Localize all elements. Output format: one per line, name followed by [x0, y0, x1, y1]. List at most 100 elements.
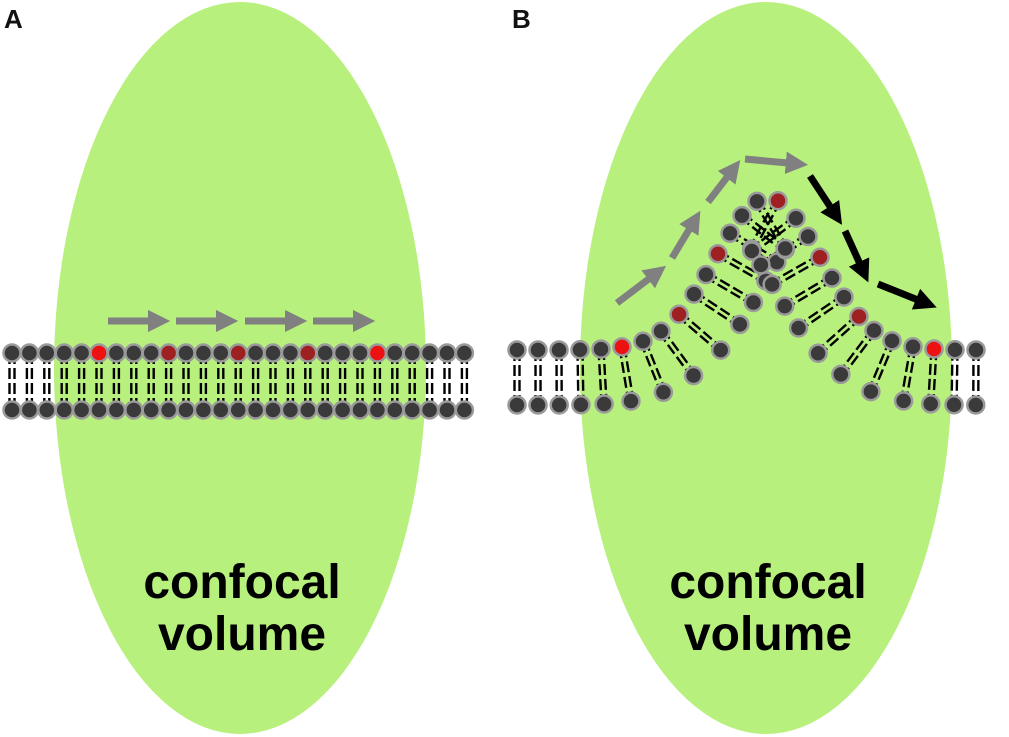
- labeled-lipid-head-faded: [810, 247, 830, 267]
- lipid-head: [831, 364, 851, 385]
- lipid-head: [124, 400, 144, 420]
- lipid-head: [437, 343, 457, 363]
- lipid-head: [808, 343, 828, 363]
- lipid-head: [775, 238, 795, 259]
- labeled-lipid-head-faded: [768, 191, 788, 211]
- lipid-head: [528, 395, 548, 415]
- lipid-head: [263, 400, 283, 420]
- labeled-lipid-head: [612, 337, 632, 357]
- diffusion-arrow-black: [876, 280, 937, 310]
- lipid-head: [367, 400, 388, 420]
- diffusion-arrow-black: [807, 174, 843, 225]
- lipid-head: [720, 223, 740, 243]
- lipid-head: [882, 331, 902, 351]
- lipid-head: [315, 343, 335, 363]
- lipid-head: [385, 343, 405, 363]
- panel-b: B confocal volume: [507, 2, 986, 734]
- lipid-head: [774, 296, 795, 316]
- lipid-head: [834, 287, 854, 307]
- lipid-head: [211, 400, 231, 420]
- labeled-lipid-head-faded: [849, 306, 869, 327]
- lipid-head: [141, 343, 161, 363]
- lipid-head: [158, 400, 179, 420]
- lipid-head: [696, 264, 716, 285]
- lipid-head: [651, 321, 671, 341]
- lipid-head: [315, 400, 335, 420]
- lipid-head: [419, 400, 440, 420]
- lipid-head: [385, 400, 405, 420]
- lipid-head: [228, 400, 248, 420]
- confocal-volume-ellipse-b: [580, 2, 952, 734]
- lipid-head: [19, 400, 40, 420]
- lipid-head: [332, 343, 353, 363]
- lipid-head: [280, 400, 301, 420]
- lipid-head: [864, 320, 884, 341]
- lipid-head: [106, 343, 127, 363]
- lipid-head: [245, 343, 266, 363]
- lipid-head: [822, 268, 842, 288]
- lipid-head: [591, 339, 611, 359]
- lipid-head: [798, 226, 818, 247]
- lipid-head: [419, 343, 440, 363]
- confocal-label-b: confocal: [669, 556, 866, 609]
- lipid-head: [176, 400, 196, 420]
- lipid-head: [966, 395, 986, 415]
- lipid-head: [944, 394, 964, 415]
- labeled-lipid-head: [367, 343, 388, 363]
- lipid-head: [903, 336, 923, 357]
- labeled-lipid-head-faded: [708, 243, 728, 264]
- lipid-head: [37, 343, 57, 363]
- lipid-head: [280, 343, 301, 363]
- panel-a: A confocal volume: [2, 2, 475, 734]
- lipid-head: [350, 343, 370, 363]
- lipid-head: [751, 255, 771, 275]
- lipid-head: [193, 343, 214, 363]
- lipid-head: [528, 340, 548, 360]
- lipid-head: [2, 400, 22, 420]
- lipid-head: [966, 340, 986, 360]
- lipid-head: [141, 400, 161, 420]
- lipid-head: [683, 365, 704, 386]
- labeled-lipid-head-faded: [298, 343, 318, 363]
- lipid-head: [786, 208, 806, 229]
- lipid-head: [743, 292, 764, 313]
- labeled-lipid-head-faded: [158, 343, 179, 363]
- lipid-head: [350, 400, 370, 420]
- lipid-head: [211, 343, 231, 363]
- diffusion-arrow: [614, 265, 667, 306]
- lipid-head: [19, 343, 40, 363]
- lipid-head: [788, 318, 809, 338]
- diffusion-arrow-black: [841, 229, 870, 283]
- diffusion-arrow: [744, 151, 809, 174]
- lipid-head: [437, 400, 457, 420]
- lipid-bilayer-flat: [2, 343, 475, 420]
- lipid-head: [402, 343, 422, 363]
- lipid-head: [920, 394, 941, 414]
- lipid-head: [684, 284, 704, 304]
- lipid-head: [621, 391, 641, 411]
- lipid-head: [747, 191, 767, 212]
- labeled-lipid-head-faded: [669, 304, 689, 324]
- labeled-lipid-head-faded: [228, 343, 248, 363]
- lipid-head: [176, 343, 196, 363]
- lipid-head: [507, 340, 527, 360]
- volume-label-b: volume: [684, 608, 852, 661]
- lipid-head: [710, 340, 731, 360]
- lipid-head: [263, 343, 283, 363]
- lipid-head: [454, 400, 475, 420]
- lipid-head: [861, 381, 881, 402]
- lipid-head: [945, 339, 965, 360]
- lipid-head: [454, 343, 475, 363]
- volume-label-a: volume: [158, 608, 326, 661]
- lipid-head: [54, 400, 74, 420]
- lipid-head: [571, 395, 591, 415]
- lipid-head: [124, 343, 144, 363]
- lipid-head: [298, 400, 318, 420]
- lipid-head: [633, 331, 653, 351]
- lipid-head: [402, 400, 422, 420]
- labeled-lipid-head: [89, 343, 109, 363]
- lipid-head: [730, 314, 750, 335]
- panel-letter-b: B: [512, 4, 531, 34]
- lipid-head: [594, 394, 614, 414]
- confocal-label-a: confocal: [143, 556, 340, 609]
